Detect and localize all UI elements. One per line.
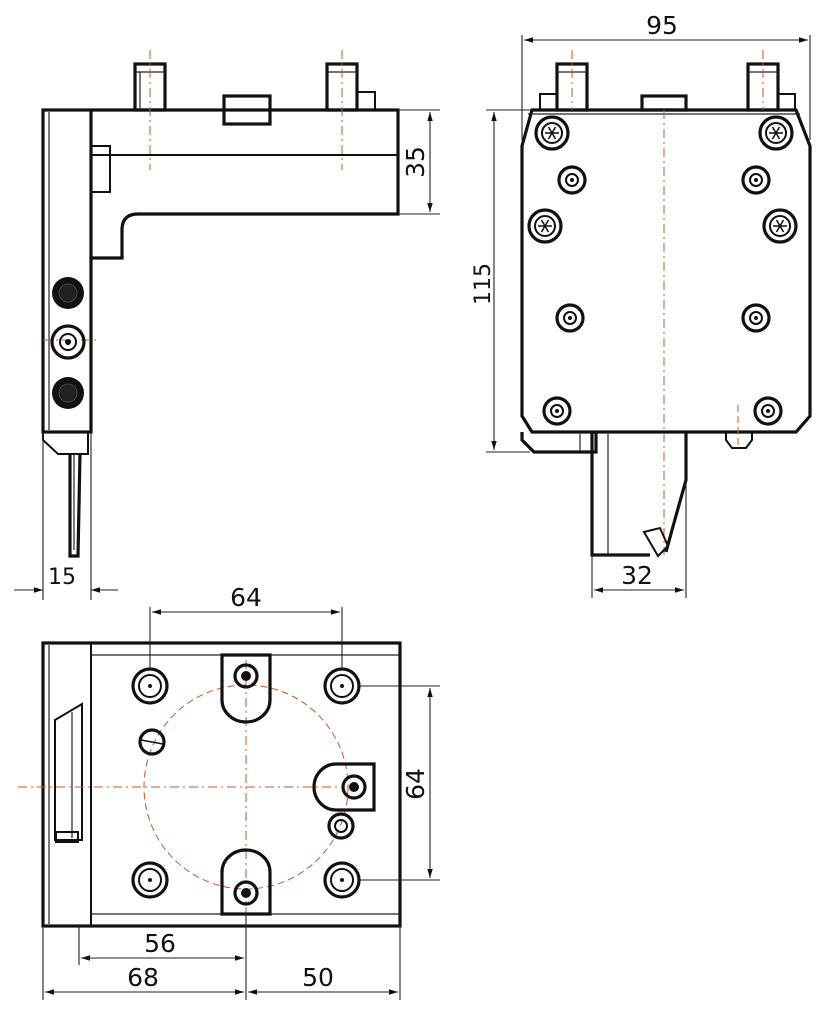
dim-35: 35	[401, 146, 430, 178]
side-screw-3	[52, 377, 84, 409]
side-blade	[42, 432, 89, 558]
top-clamp-top	[220, 653, 272, 724]
front-hex-screw-ml	[527, 208, 563, 244]
side-view: 35 15	[14, 50, 440, 600]
dim-115: 115	[471, 263, 496, 305]
front-bolt-2	[741, 165, 771, 195]
dim-15-side: 15	[48, 565, 76, 590]
dim-56: 56	[144, 929, 176, 958]
front-hex-screw-tl	[534, 115, 570, 151]
front-blade	[590, 432, 688, 558]
dim-68: 68	[127, 963, 159, 992]
front-bolt-6	[753, 396, 783, 426]
side-screw-2	[50, 324, 86, 360]
dim-32: 32	[621, 561, 653, 590]
dim-64-horizontal: 64	[230, 583, 262, 612]
top-bolt-br	[323, 861, 361, 899]
top-clamp-right	[312, 762, 376, 812]
front-view: 95 115 32	[471, 11, 812, 598]
dim-95: 95	[646, 11, 678, 40]
top-pin	[138, 728, 166, 756]
top-view: 64 64 56 68 50	[18, 583, 440, 1000]
top-bolt-tl	[131, 667, 169, 705]
top-hex-socket	[327, 812, 355, 840]
front-bolt-1	[557, 165, 587, 195]
side-post-right	[325, 62, 376, 112]
front-bolt-3	[555, 303, 585, 333]
front-hex-screw-tr	[758, 115, 794, 151]
top-clamp-bottom	[220, 848, 272, 916]
top-bolt-bl	[131, 861, 169, 899]
front-bolt-4	[741, 303, 771, 333]
dim-50: 50	[302, 963, 334, 992]
dim-64-vertical: 64	[401, 768, 430, 800]
front-bolt-5	[542, 396, 572, 426]
side-screw-1	[52, 277, 84, 309]
top-bolt-tr	[323, 667, 361, 705]
front-hex-screw-mr	[762, 208, 798, 244]
